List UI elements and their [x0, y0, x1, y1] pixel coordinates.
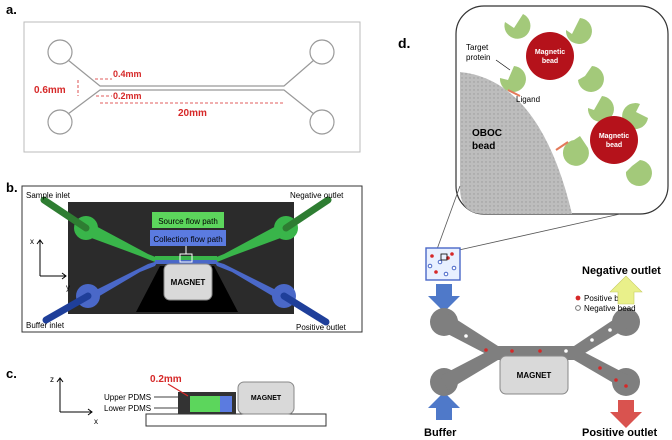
sample-arrow — [428, 284, 460, 312]
tube-beads — [427, 252, 457, 277]
glass-slide — [145, 413, 327, 427]
axis-x-label-b: x — [30, 237, 34, 246]
panel-a-letter: a. — [6, 2, 17, 17]
sample-inlet-label: Sample inlet — [26, 191, 71, 200]
oboc-label-2: bead — [472, 141, 495, 152]
negative-outlet-label-d: Negative outlet — [582, 265, 661, 277]
buffer-arrow — [428, 392, 460, 420]
upper-pdms-label: Upper PDMS — [104, 393, 151, 402]
axis-y-label-b: y — [66, 283, 70, 292]
dim-label-c: 0.2mm — [150, 374, 182, 385]
positive-outlet-arrow — [610, 400, 642, 428]
panel-a: a. 0.6mm 0.4mm 0.2mm 20mm — [6, 2, 361, 153]
buffer-label: Buffer — [424, 427, 457, 439]
negative-outlet-arrow — [609, 275, 643, 305]
magnet-label-d: MAGNET — [517, 371, 552, 380]
dim-top-label: 0.4mm — [113, 69, 142, 79]
negative-outlet-label-b: Negative outlet — [290, 191, 344, 200]
axes-b — [36, 239, 67, 280]
source-flow-label: Source flow path — [158, 217, 218, 226]
lower-pdms-label: Lower PDMS — [104, 404, 151, 413]
magnetic-bead-2-label-2: bead — [606, 142, 622, 149]
lower-channel-c — [220, 396, 232, 412]
target-protein-label-1: Target — [466, 43, 489, 52]
panel-c-letter: c. — [6, 366, 17, 381]
magnetic-bead-1: Magnetic bead — [499, 14, 604, 92]
zoom-marker — [179, 253, 193, 263]
target-protein-label-2: protein — [466, 53, 490, 62]
panel-b: b. Source flow path Collection flow pat — [6, 180, 363, 333]
upper-channel-c — [190, 396, 220, 412]
oboc-label-1: OBOC — [472, 128, 502, 139]
legend-positive-label: Positive bead — [584, 294, 632, 303]
dimension-lines — [77, 78, 284, 104]
chip-d — [430, 308, 640, 396]
positive-outlet-label-b: Positive outlet — [296, 323, 347, 332]
source-flow-box — [152, 212, 224, 228]
buffer-inlet-label: Buffer inlet — [26, 321, 65, 330]
legend-negative-label: Negative bead — [584, 304, 636, 313]
panel-a-frame — [23, 21, 361, 153]
magnet-label-b: MAGNET — [171, 278, 206, 287]
dim-length-label: 20mm — [178, 108, 207, 119]
magnet-block — [163, 263, 213, 301]
dim-gap-label: 0.2mm — [113, 91, 142, 101]
sample-tube — [425, 247, 461, 281]
axis-x-label-c: x — [94, 417, 98, 426]
panel-b-letter: b. — [6, 180, 18, 195]
magnetic-bead-1-label-1: Magnetic — [535, 49, 565, 56]
legend-positive-marker — [575, 295, 581, 301]
ligand-label: Ligand — [516, 95, 540, 104]
oboc-bead-shape — [460, 72, 572, 214]
channel-outline — [47, 39, 335, 135]
magnetic-bead-2-label-1: Magnetic — [599, 133, 629, 140]
axis-z-label-c: z — [50, 375, 54, 384]
panel-d: d. OBOC bead Magnetic bead Target protei… — [398, 5, 669, 439]
positive-outlet-label-d: Positive outlet — [582, 427, 658, 439]
magnetic-bead-1-label-2: bead — [542, 58, 558, 65]
axes-c — [56, 377, 93, 416]
dim-width-label: 0.6mm — [34, 85, 66, 96]
green-channels — [40, 196, 332, 262]
magnet-block-d — [499, 355, 569, 395]
magnet-block-c — [237, 381, 295, 415]
collection-flow-box — [150, 230, 226, 246]
panel-c: c. z x MAGNET Upper PDMS Lower PDMS 0.2m… — [6, 366, 327, 427]
legend-negative-marker — [575, 305, 581, 311]
collection-flow-label: Collection flow path — [153, 235, 222, 244]
chip-beads — [464, 328, 628, 388]
magnet-label-c: MAGNET — [251, 395, 282, 402]
magnetic-bead-2: Magnetic bead — [562, 96, 652, 186]
panel-d-letter: d. — [398, 35, 410, 51]
